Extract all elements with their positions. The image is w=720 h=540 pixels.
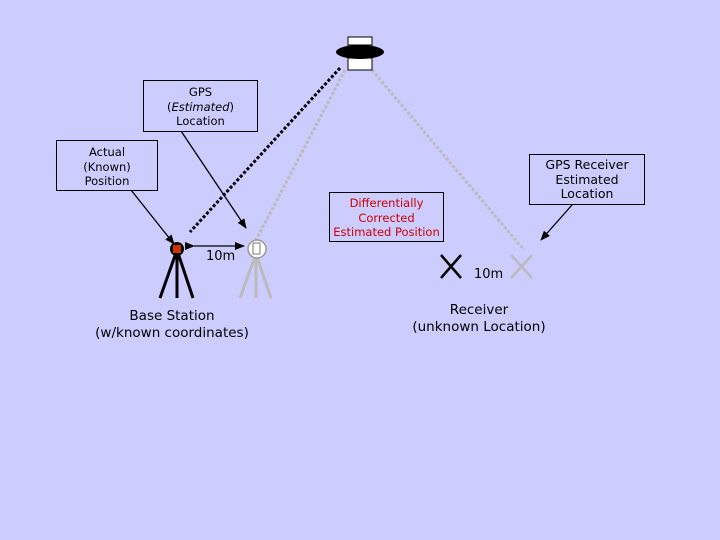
receiver-distance-label: 10m [474, 267, 504, 282]
receiver-corrected-marker [440, 254, 462, 279]
receiver-line1: Receiver [449, 302, 509, 318]
actual-known-callout: Actual (Known) Position [56, 140, 158, 191]
base-station-line1: Base Station [129, 308, 215, 324]
gps-receiver-line3: Location [560, 186, 614, 201]
corrected-line1: Differentially [349, 196, 424, 210]
signal-line-base-actual [188, 66, 342, 234]
differentially-corrected-callout: Differentially Corrected Estimated Posit… [329, 192, 444, 242]
actual-known-line2: (Known) [83, 159, 131, 174]
gps-estimated-italic: Estimated [171, 99, 230, 114]
gps-receiver-line1: GPS Receiver [545, 157, 629, 172]
pointer-gps-estimated [180, 130, 247, 229]
receiver-line2: (unknown Location) [412, 319, 546, 335]
base-station-label: Base Station (w/known coordinates) [72, 308, 272, 342]
signal-line-receiver [370, 69, 526, 251]
gps-estimated-line2: (Estimated) [166, 99, 235, 114]
satellite-icon [336, 36, 384, 71]
gps-receiver-line2: Estimated [555, 171, 619, 187]
base-station-line2: (w/known coordinates) [95, 325, 249, 341]
corrected-line2: Corrected [358, 210, 415, 225]
gps-receiver-callout: GPS Receiver Estimated Location [529, 154, 645, 205]
gps-estimated-callout: GPS (Estimated) Location [143, 80, 258, 132]
gps-estimated-line3: Location [176, 114, 225, 128]
signal-line-base-estimated [254, 69, 347, 241]
actual-known-line1: Actual [88, 145, 126, 159]
base-station-estimated-icon [238, 239, 273, 299]
pointer-gps-receiver [540, 204, 573, 241]
corrected-line3: Estimated Position [333, 225, 440, 239]
pointer-actual-known [130, 189, 175, 245]
base-distance-label: 10m [206, 249, 236, 264]
base-station-icon [158, 242, 195, 299]
receiver-label: Receiver (unknown Location) [379, 302, 579, 336]
receiver-estimated-marker [510, 254, 533, 279]
actual-known-line3: Position [84, 174, 130, 188]
gps-estimated-line1: GPS [188, 85, 213, 99]
